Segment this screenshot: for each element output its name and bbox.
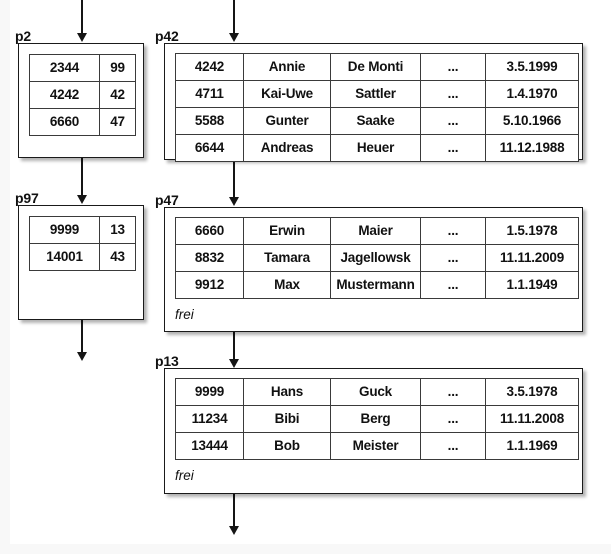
index-table-p2: 2344 99 4242 42 6660 47 xyxy=(29,54,136,136)
table-row[interactable]: 14001 43 xyxy=(29,243,136,271)
record-more-cell: ... xyxy=(420,217,486,245)
record-more-cell: ... xyxy=(420,432,486,460)
page-label-p97: p97 xyxy=(15,190,39,206)
index-key-cell: 14001 xyxy=(29,243,100,271)
index-key-cell: 4242 xyxy=(29,81,100,109)
record-more-cell: ... xyxy=(420,405,486,433)
record-firstname-cell: Andreas xyxy=(243,134,331,162)
record-date-cell: 5.10.1966 xyxy=(485,107,579,135)
index-key-cell: 2344 xyxy=(29,54,100,82)
table-row[interactable]: 4242 42 xyxy=(29,81,136,109)
record-lastname-cell: Guck xyxy=(330,378,421,406)
record-id-cell: 9999 xyxy=(175,378,244,406)
table-row[interactable]: 8832 Tamara Jagellowsk ... 11.11.2009 xyxy=(175,244,579,272)
table-row[interactable]: 13444 Bob Meister ... 1.1.1969 xyxy=(175,432,579,460)
record-id-cell: 5588 xyxy=(175,107,244,135)
table-row[interactable]: 9999 13 xyxy=(29,216,136,244)
record-date-cell: 11.12.1988 xyxy=(485,134,579,162)
record-more-cell: ... xyxy=(420,80,486,108)
record-firstname-cell: Annie xyxy=(243,53,331,81)
record-lastname-cell: Jagellowsk xyxy=(330,244,421,272)
page-label-p47: p47 xyxy=(155,192,179,208)
record-more-cell: ... xyxy=(420,53,486,81)
record-lastname-cell: Berg xyxy=(330,405,421,433)
table-row[interactable]: 6660 Erwin Maier ... 1.5.1978 xyxy=(175,217,579,245)
table-row[interactable]: 4242 Annie De Monti ... 3.5.1999 xyxy=(175,53,579,81)
record-lastname-cell: Maier xyxy=(330,217,421,245)
record-date-cell: 3.5.1999 xyxy=(485,53,579,81)
index-key-cell: 9999 xyxy=(29,216,100,244)
record-date-cell: 11.11.2008 xyxy=(485,405,579,433)
index-pointer-cell: 99 xyxy=(99,54,136,82)
record-id-cell: 6660 xyxy=(175,217,244,245)
table-row[interactable]: 2344 99 xyxy=(29,54,136,82)
record-date-cell: 11.11.2009 xyxy=(485,244,579,272)
index-pointer-cell: 43 xyxy=(99,243,136,271)
record-id-cell: 9912 xyxy=(175,271,244,299)
record-more-cell: ... xyxy=(420,271,486,299)
record-lastname-cell: De Monti xyxy=(330,53,421,81)
record-id-cell: 13444 xyxy=(175,432,244,460)
record-lastname-cell: Heuer xyxy=(330,134,421,162)
record-date-cell: 1.5.1978 xyxy=(485,217,579,245)
record-firstname-cell: Max xyxy=(243,271,331,299)
data-table-p42: 4242 Annie De Monti ... 3.5.1999 4711 Ka… xyxy=(175,53,579,162)
record-lastname-cell: Sattler xyxy=(330,80,421,108)
record-firstname-cell: Gunter xyxy=(243,107,331,135)
table-row[interactable]: 6660 47 xyxy=(29,108,136,136)
record-firstname-cell: Kai-Uwe xyxy=(243,80,331,108)
record-id-cell: 4711 xyxy=(175,80,244,108)
page-label-p2: p2 xyxy=(15,28,31,44)
index-pointer-cell: 42 xyxy=(99,81,136,109)
canvas-gutter-left xyxy=(0,0,10,554)
record-firstname-cell: Bibi xyxy=(243,405,331,433)
record-firstname-cell: Erwin xyxy=(243,217,331,245)
index-pointer-cell: 47 xyxy=(99,108,136,136)
record-id-cell: 11234 xyxy=(175,405,244,433)
record-lastname-cell: Mustermann xyxy=(330,271,421,299)
index-table-p97: 9999 13 14001 43 xyxy=(29,216,136,271)
record-more-cell: ... xyxy=(420,378,486,406)
record-date-cell: 1.4.1970 xyxy=(485,80,579,108)
table-row[interactable]: 9999 Hans Guck ... 3.5.1978 xyxy=(175,378,579,406)
free-space-label-p47: frei xyxy=(175,307,194,322)
record-id-cell: 4242 xyxy=(175,53,244,81)
record-id-cell: 8832 xyxy=(175,244,244,272)
record-date-cell: 3.5.1978 xyxy=(485,378,579,406)
record-lastname-cell: Saake xyxy=(330,107,421,135)
record-firstname-cell: Tamara xyxy=(243,244,331,272)
table-row[interactable]: 6644 Andreas Heuer ... 11.12.1988 xyxy=(175,134,579,162)
data-table-p47: 6660 Erwin Maier ... 1.5.1978 8832 Tamar… xyxy=(175,217,579,299)
canvas-gutter-bottom xyxy=(0,544,611,554)
record-date-cell: 1.1.1969 xyxy=(485,432,579,460)
record-more-cell: ... xyxy=(420,107,486,135)
record-date-cell: 1.1.1949 xyxy=(485,271,579,299)
record-firstname-cell: Hans xyxy=(243,378,331,406)
table-row[interactable]: 9912 Max Mustermann ... 1.1.1949 xyxy=(175,271,579,299)
table-row[interactable]: 11234 Bibi Berg ... 11.11.2008 xyxy=(175,405,579,433)
record-more-cell: ... xyxy=(420,244,486,272)
page-label-p42: p42 xyxy=(155,28,179,44)
record-firstname-cell: Bob xyxy=(243,432,331,460)
page-label-p13: p13 xyxy=(155,353,179,369)
record-more-cell: ... xyxy=(420,134,486,162)
record-lastname-cell: Meister xyxy=(330,432,421,460)
free-space-label-p13: frei xyxy=(175,468,194,483)
data-table-p13: 9999 Hans Guck ... 3.5.1978 11234 Bibi B… xyxy=(175,378,579,460)
index-key-cell: 6660 xyxy=(29,108,100,136)
table-row[interactable]: 4711 Kai-Uwe Sattler ... 1.4.1970 xyxy=(175,80,579,108)
record-id-cell: 6644 xyxy=(175,134,244,162)
index-pointer-cell: 13 xyxy=(99,216,136,244)
table-row[interactable]: 5588 Gunter Saake ... 5.10.1966 xyxy=(175,107,579,135)
